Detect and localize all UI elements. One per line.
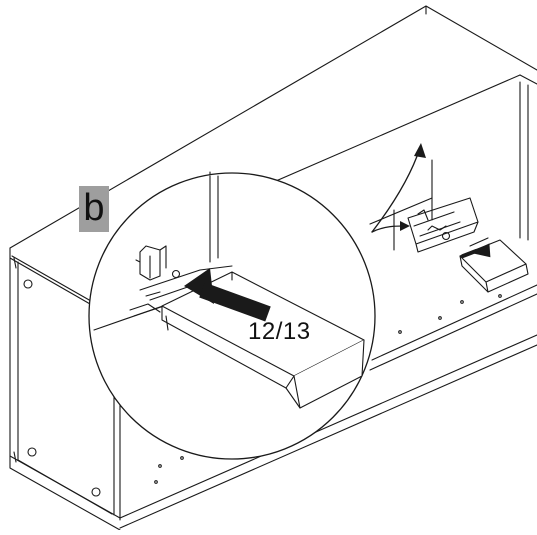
step-badge: b bbox=[79, 186, 109, 232]
part-number-label: 12/13 bbox=[248, 318, 311, 345]
cabinet-bottom-panel bbox=[119, 284, 537, 529]
push-arrow-icon bbox=[461, 243, 491, 258]
curved-arrow-icon bbox=[371, 143, 426, 233]
zoomed-push-arrow-icon bbox=[184, 268, 271, 322]
right-runner-assembly bbox=[407, 197, 479, 253]
right-drawer-part bbox=[459, 237, 529, 293]
